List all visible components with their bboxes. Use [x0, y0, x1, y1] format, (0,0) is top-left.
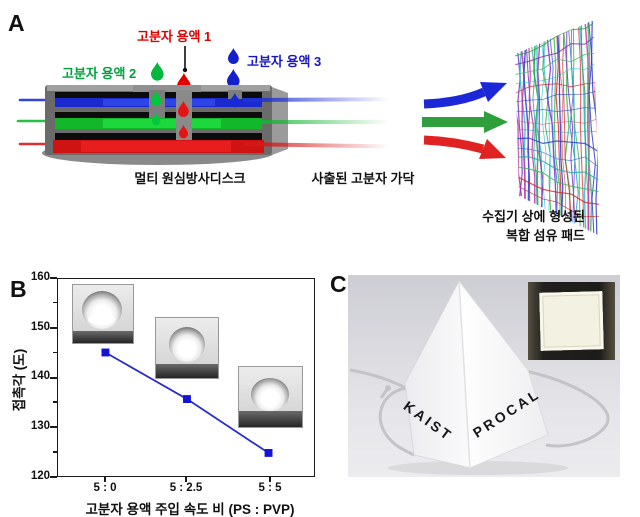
data-point-marker	[264, 448, 273, 457]
contact-angle-photo-3	[238, 366, 303, 428]
strand-caption: 사출된 고분자 가닥	[311, 171, 415, 186]
x-axis-title: 고분자 용액 주입 속도 비 (PS : PVP)	[85, 502, 295, 517]
ytick-160: 160	[30, 271, 50, 283]
droplet-surface	[239, 411, 302, 427]
panel-a-label: A	[8, 10, 25, 36]
multi-spinning-disk	[42, 85, 288, 165]
ytick-130: 130	[30, 420, 50, 432]
blue-droplet-icon	[227, 69, 240, 88]
water-droplet	[82, 291, 122, 329]
axis-tick	[50, 426, 57, 429]
panel-b-contact-angle-chart: B 접촉각 (도) 160 150 140 130 120 5 :	[0, 258, 340, 517]
green-arrow-icon	[484, 111, 508, 133]
panel-c-mask-photo: C	[330, 258, 640, 517]
droplet-surface	[73, 331, 133, 343]
axis-tick	[50, 326, 57, 329]
composite-fiber-pad	[515, 20, 600, 236]
fiber-pad-sample	[539, 291, 604, 351]
green-droplet-icon	[151, 62, 164, 81]
line-series	[101, 348, 273, 457]
solution-3-label: 고분자 용액 3	[247, 54, 322, 69]
ear-straps	[349, 368, 610, 457]
panel-a-spinning-diagram: A 고분자 용액 1 고분자 용액 2 고분자 용액 3 멀티 원심방사디스크 …	[0, 0, 640, 258]
water-droplet	[251, 378, 289, 411]
water-droplet	[169, 327, 205, 362]
fiber-pad-inset-photo	[528, 282, 615, 360]
axis-tick	[53, 351, 57, 354]
spinning-disk-illustration	[16, 46, 508, 165]
axis-tick	[50, 277, 57, 279]
axis-tick	[50, 476, 57, 478]
blue-arrow-icon	[480, 82, 507, 102]
panel-c-label: C	[330, 271, 347, 297]
mask-center-seam	[458, 280, 471, 469]
feed-lines-left	[16, 98, 49, 146]
xtick-5-0: 5 : 0	[93, 482, 117, 494]
contact-angle-photo-1	[72, 284, 134, 344]
xtick-5-5: 5 : 5	[258, 482, 282, 494]
blue-droplet-icon	[228, 48, 239, 65]
pad-caption-line2: 복합 섬유 패드	[506, 228, 585, 243]
axis-tick	[50, 376, 57, 379]
axis-tick	[104, 477, 106, 482]
axis-tick	[53, 401, 57, 403]
xtick-5-2.5: 5 : 2.5	[169, 482, 203, 494]
ejected-polymer-strands	[242, 97, 421, 149]
contact-angle-photo-2	[155, 317, 219, 379]
solution-2-label: 고분자 용액 2	[62, 66, 137, 81]
pad-caption-line1: 수집기 상에 형성된	[482, 209, 585, 224]
panel-b-label: B	[10, 276, 27, 302]
ytick-140: 140	[30, 370, 50, 382]
face-mask-illustration	[349, 279, 610, 475]
strap-knot	[385, 385, 391, 391]
axis-tick	[269, 477, 271, 482]
droplet-surface	[156, 364, 218, 378]
axis-tick	[53, 301, 57, 304]
disk-caption: 멀티 원심방사디스크	[134, 171, 246, 186]
flow-arrows	[422, 82, 508, 159]
mask-photograph: KAIST PROCAL	[348, 275, 620, 477]
red-arrow-icon	[479, 139, 506, 159]
solution-1-pointer-line	[182, 46, 188, 73]
plot-area	[57, 278, 315, 477]
ytick-120: 120	[30, 470, 50, 482]
data-point-marker	[101, 348, 110, 357]
solution-1-label: 고분자 용액 1	[137, 29, 212, 44]
ytick-150: 150	[30, 321, 50, 333]
pad-caption: 수집기 상에 형성된 복합 섬유 패드	[448, 206, 585, 244]
axis-tick	[53, 451, 57, 453]
data-point-marker	[183, 395, 191, 404]
axis-tick	[185, 477, 187, 482]
